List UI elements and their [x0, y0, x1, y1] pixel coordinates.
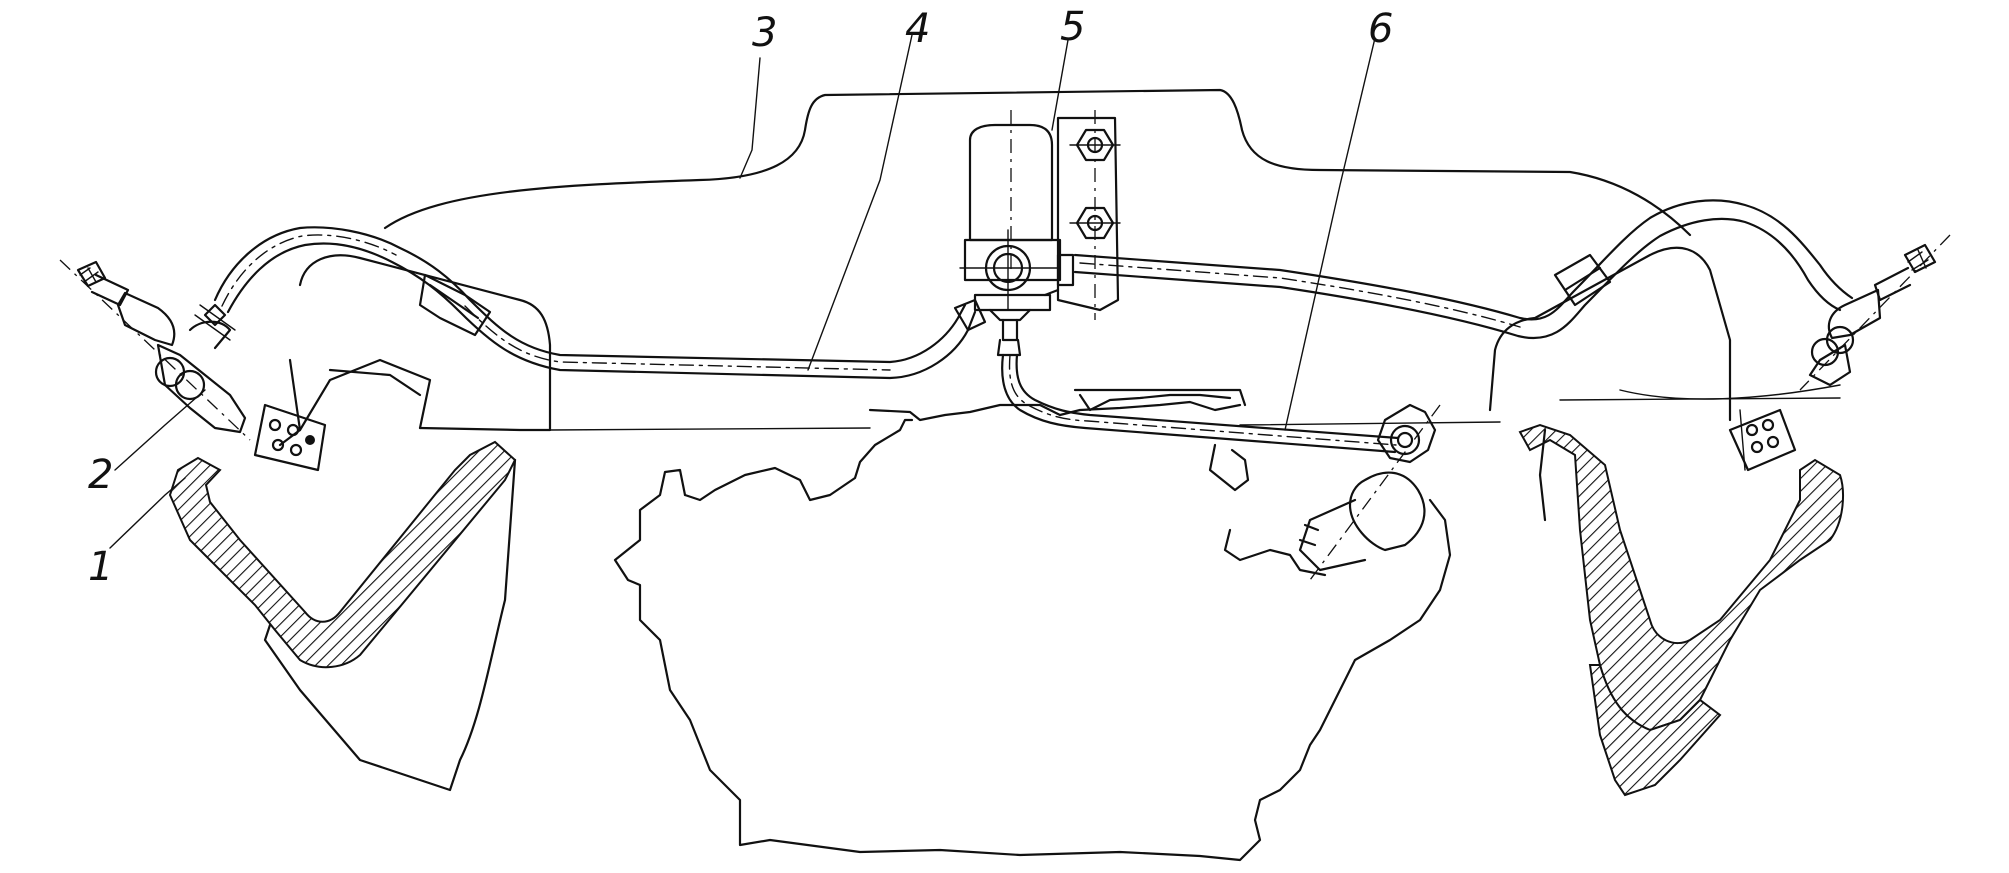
callout-3: 3 — [752, 10, 777, 56]
right-fuel-pipe — [1073, 199, 1854, 339]
callout-1: 1 — [88, 544, 113, 590]
engine-block-outline — [613, 388, 1452, 862]
callout-2: 2 — [88, 452, 113, 498]
callout-5: 5 — [1060, 4, 1085, 50]
callout-6: 6 — [1368, 6, 1393, 52]
callout-labels: 1 2 3 4 5 6 — [88, 4, 1393, 590]
fuel-filter — [959, 110, 1075, 357]
filter-bracket — [1043, 110, 1121, 320]
right-injector — [1728, 234, 1951, 472]
drain-pipe — [1001, 353, 1400, 454]
leader-lines — [109, 34, 1376, 549]
cover-joint-line — [549, 421, 1501, 431]
right-cylinder-head — [1488, 246, 1844, 797]
callout-4: 4 — [905, 6, 930, 52]
left-injector — [59, 259, 327, 472]
fuel-pump-fitting — [1298, 403, 1441, 581]
left-fuel-pipe — [213, 226, 987, 380]
engine-housing-outline — [383, 88, 1692, 237]
left-cylinder-head — [168, 254, 552, 792]
